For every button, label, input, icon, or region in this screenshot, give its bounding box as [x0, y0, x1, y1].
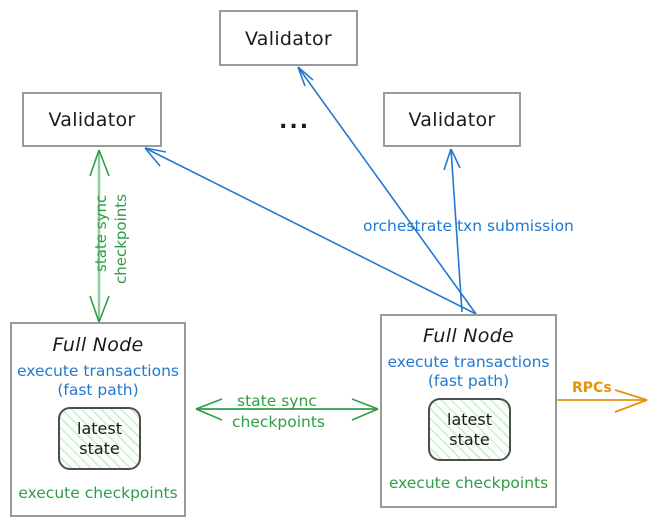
full-node-right-latest-state-line-1: latest: [447, 409, 492, 429]
full-node-left-blue-line-1: execute transactions: [16, 362, 180, 380]
full-node-right-blue-line-1: execute transactions: [387, 353, 550, 371]
full-node-right-latest-state-box[interactable]: latest state: [428, 398, 511, 461]
full-node-left-latest-state-line-1: latest: [77, 418, 122, 438]
validator-left-label: Validator: [48, 109, 136, 131]
full-node-right-box[interactable]: Full Node execute transactions (fast pat…: [380, 314, 557, 508]
state-sync-middle-label-1: state sync: [237, 392, 317, 410]
full-node-right-blue-line-2: (fast path): [427, 372, 510, 390]
validator-top-label: Validator: [244, 28, 332, 50]
full-node-left-blue-line-2: (fast path): [57, 381, 139, 399]
validator-top-box[interactable]: Validator: [219, 10, 358, 66]
validator-right-box[interactable]: Validator: [383, 92, 521, 147]
validator-right-label: Validator: [408, 109, 496, 131]
full-node-left-box[interactable]: Full Node execute transactions (fast pat…: [10, 322, 186, 517]
validators-ellipsis: ...: [279, 109, 311, 134]
validator-left-box[interactable]: Validator: [22, 92, 162, 147]
rpcs-label: RPCs: [572, 380, 612, 396]
state-sync-vertical-label-1: state sync: [92, 194, 110, 272]
state-sync-middle-label-2: checkpoints: [232, 413, 325, 431]
state-sync-vertical-label-2: checkpoints: [112, 194, 130, 284]
full-node-right-green-footer: execute checkpoints: [388, 474, 549, 492]
full-node-left-latest-state-line-2: state: [79, 438, 120, 458]
full-node-left-green-footer: execute checkpoints: [18, 484, 178, 502]
orchestrate-txn-submission-label: orchestrate txn submission: [363, 217, 574, 235]
full-node-left-latest-state-box[interactable]: latest state: [58, 407, 141, 470]
full-node-right-latest-state-line-2: state: [449, 429, 490, 449]
full-node-left-title: Full Node: [52, 334, 144, 356]
full-node-right-title: Full Node: [422, 325, 515, 347]
